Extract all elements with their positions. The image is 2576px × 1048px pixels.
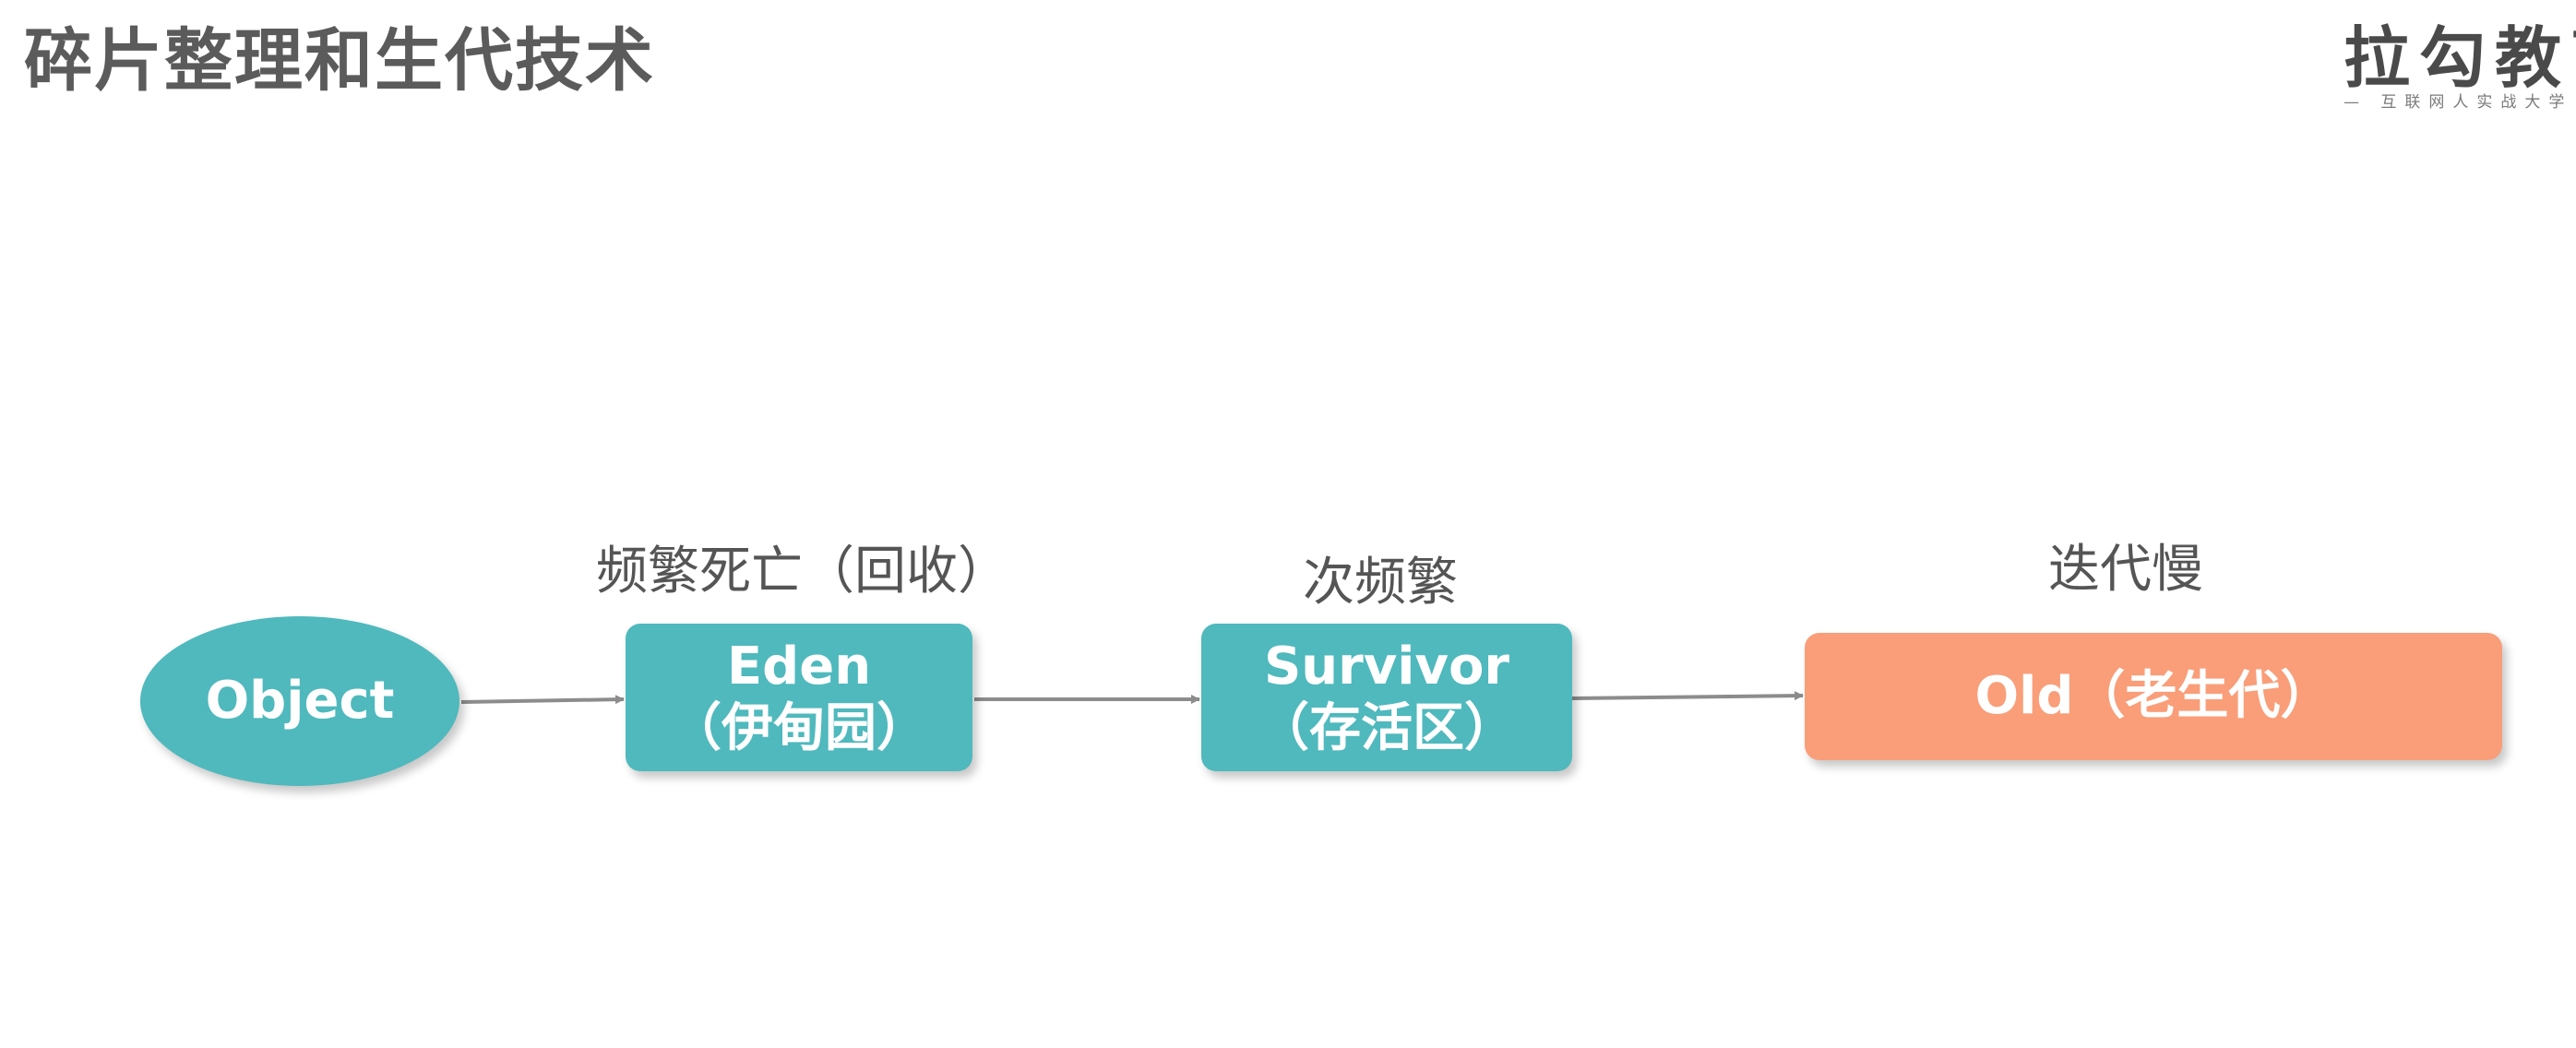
arrow-survivor-to-old [1571,691,1804,701]
survivor-node: Survivor （存活区） [1201,624,1572,771]
object-node: Object [140,616,459,786]
logo-wordmark: 拉勾教育 [2343,19,2576,97]
logo-tagline: — 互联网人实战大学 [2343,93,2573,112]
survivor-annotation: 次频繁 [1303,553,1458,613]
survivor-node-name: Survivor [1263,636,1510,697]
eden-annotation: 频繁死亡（回收） [596,542,1009,601]
old-node-label: Old（老生代） [1974,666,2332,727]
survivor-node-alias: （存活区） [1258,698,1516,758]
slide-title: 碎片整理和生代技术 [24,21,655,101]
eden-node-alias: （伊甸园） [670,698,928,758]
old-annotation: 迭代慢 [2048,540,2203,600]
brand-logo: 拉勾教育 — 互联网人实战大学 [2343,4,2576,114]
old-node: Old（老生代） [1805,633,2502,760]
object-node-label: Object [205,671,395,732]
eden-node-name: Eden [726,636,872,697]
eden-node: Eden （伊甸园） [626,624,972,771]
arrow-object-to-eden [460,695,625,705]
